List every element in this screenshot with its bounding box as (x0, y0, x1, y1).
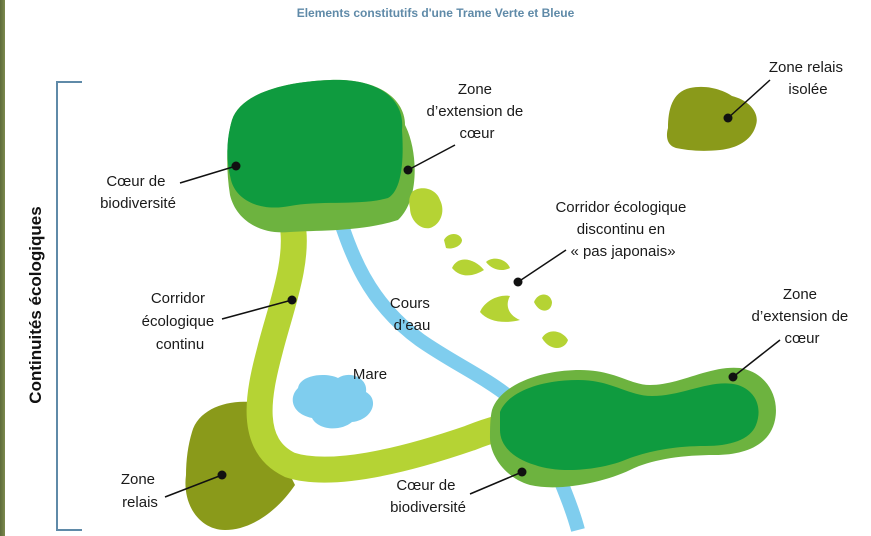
stepping-stone-5 (480, 295, 520, 322)
dot-relais-isolee (723, 113, 733, 123)
leader-coeur-2 (469, 471, 523, 495)
side-label: Continuités écologiques (26, 206, 45, 403)
label-zone-relais: Zone relais (121, 471, 159, 511)
coeur-top-shape (227, 79, 403, 208)
zone-relais-isolee-shape (666, 86, 757, 151)
dot-extension-2 (728, 372, 738, 382)
stepping-stone-1 (409, 188, 443, 229)
leader-extension-2 (732, 339, 781, 378)
leader-coeur-1 (179, 165, 237, 184)
label-extension-2: Zone d’extension de cœur (752, 286, 853, 347)
label-extension-1: Zone d’extension de cœur (427, 81, 528, 142)
stepping-stone-2 (444, 234, 462, 249)
leader-extension-1 (407, 144, 456, 171)
left-frame-border (0, 0, 5, 536)
dot-corridor-continu (287, 295, 297, 305)
continuites-bracket (56, 81, 82, 531)
label-coeur-1: Cœur de biodiversité (100, 173, 176, 212)
corridor-continu-shape (246, 209, 513, 483)
diagram-title: Elements constitutifs d'une Trame Verte … (296, 6, 575, 20)
leader-corridor-continu (221, 299, 293, 320)
label-cours-eau: Cours d’eau (390, 295, 434, 334)
leader-zone-relais (164, 474, 223, 498)
mare-shape (292, 374, 374, 429)
label-corridor-discontinu: Corridor écologique discontinu en « pas … (555, 199, 690, 260)
dot-corridor-discontinu (513, 277, 523, 287)
stepping-stone-6 (534, 294, 552, 311)
label-corridor-continu: Corridor écologique continu (142, 290, 219, 353)
coeur-bottom-shape (500, 380, 759, 471)
dot-zone-relais (217, 470, 227, 480)
dot-coeur-2 (517, 467, 527, 477)
stepping-stone-3 (452, 259, 484, 276)
leader-relais-isolee (727, 79, 771, 119)
leader-corridor-discontinu (517, 249, 567, 283)
label-coeur-2: Cœur de biodiversité (390, 477, 466, 516)
stepping-stone-4 (486, 258, 510, 270)
label-relais-isolee: Zone relais isolée (769, 59, 847, 98)
dot-extension-1 (403, 165, 413, 175)
label-mare: Mare (353, 366, 387, 383)
stepping-stone-7 (542, 331, 568, 348)
dot-coeur-1 (231, 161, 241, 171)
